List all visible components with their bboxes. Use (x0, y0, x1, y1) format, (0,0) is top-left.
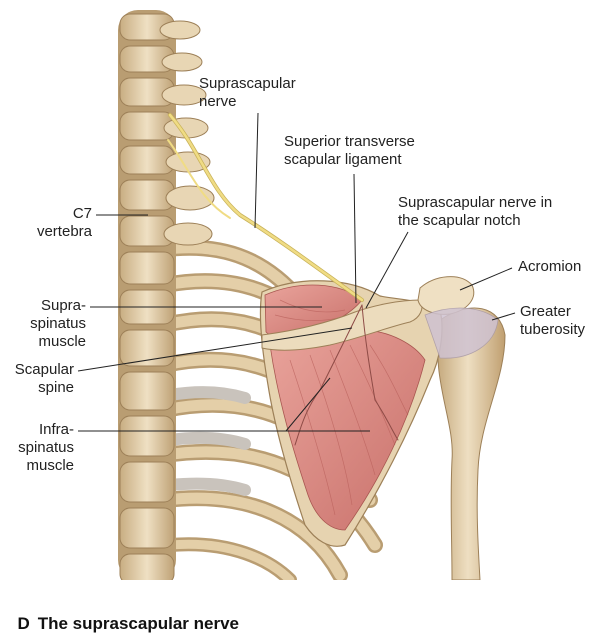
label-acromion: Acromion (518, 258, 582, 275)
anatomy-illustration (77, 10, 516, 580)
scapula (259, 276, 499, 547)
label-scapular-spine: Scapular spine (14, 361, 74, 396)
label-greater-tuberosity: Greater tuberosity (520, 303, 586, 338)
label-supraspinatus-muscle: Supra- spinatus muscle (30, 297, 86, 350)
leader-lines (77, 112, 516, 432)
humerus (437, 307, 506, 580)
caption-letter: D (17, 614, 30, 633)
figure-caption: D The suprascapular nerve (8, 594, 239, 634)
label-infraspinatus-muscle: Infra- spinatus muscle (18, 421, 74, 474)
caption-title: The suprascapular nerve (37, 614, 239, 633)
label-suprascapular-nerve-in-notch: Suprascapular nerve in the scapular notc… (398, 194, 553, 229)
label-c7-vertebra: C7 vertebra (36, 205, 92, 240)
label-superior-transverse-scapular-ligament: Superior transverse scapular ligament (284, 133, 415, 168)
suprascapular-nerve (167, 113, 399, 446)
label-suprascapular-nerve: Suprascapular nerve (199, 75, 296, 110)
